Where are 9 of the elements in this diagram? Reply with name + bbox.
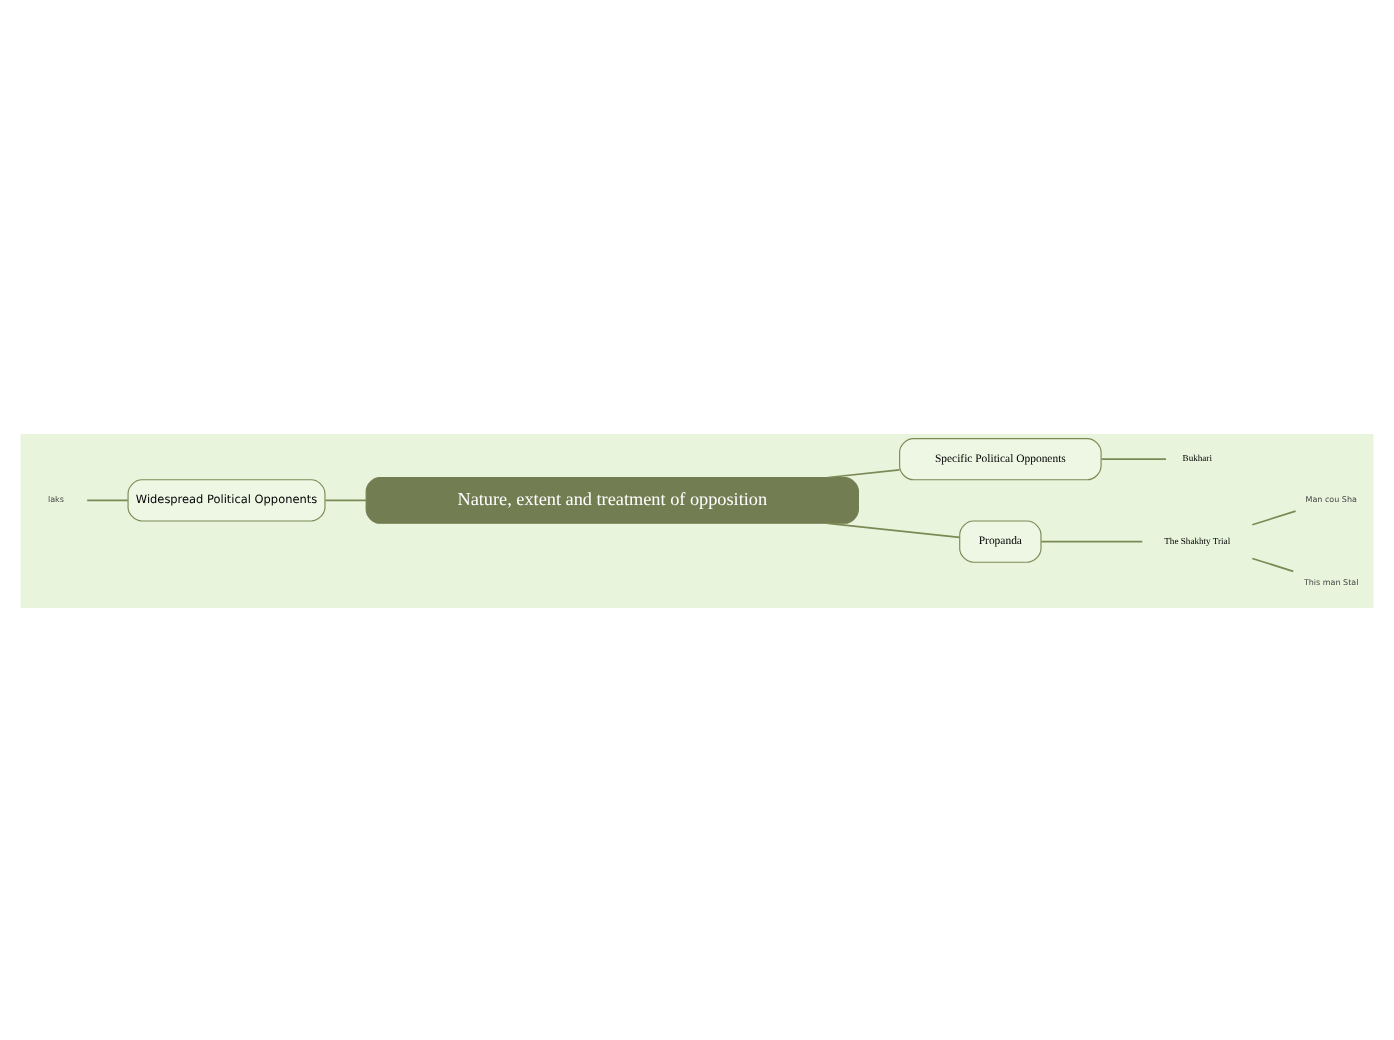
connector [1100,457,1167,460]
connector [86,498,129,501]
connector [826,521,961,538]
connector [1251,509,1297,525]
connector [324,498,367,501]
connector [1251,556,1295,572]
node-box: Nature, extent and treatment of opposition [365,475,859,523]
connector [1040,539,1144,542]
connector [826,467,901,478]
